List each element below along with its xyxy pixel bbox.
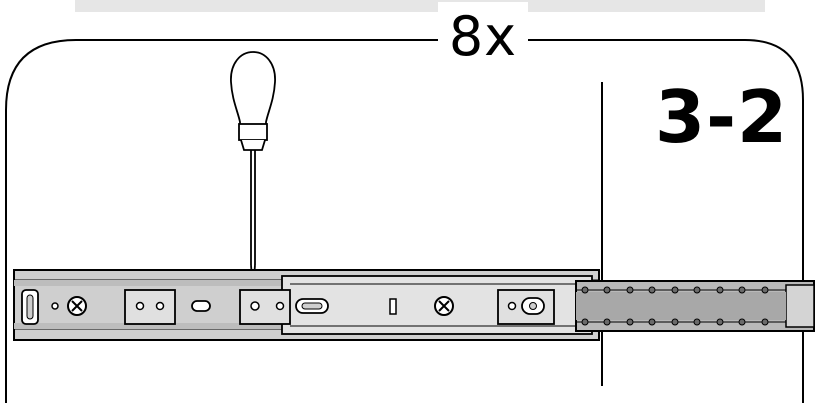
step-number: 3-2 [655,75,789,159]
screwdriver-icon [230,51,276,293]
drawer-slide [13,269,815,341]
quantity-label: 8x [438,2,528,72]
screw-icon [434,296,454,316]
screw-icon [67,296,87,316]
ball-bearings [581,286,769,326]
instruction-frame [5,39,804,403]
top-divider [75,0,765,12]
